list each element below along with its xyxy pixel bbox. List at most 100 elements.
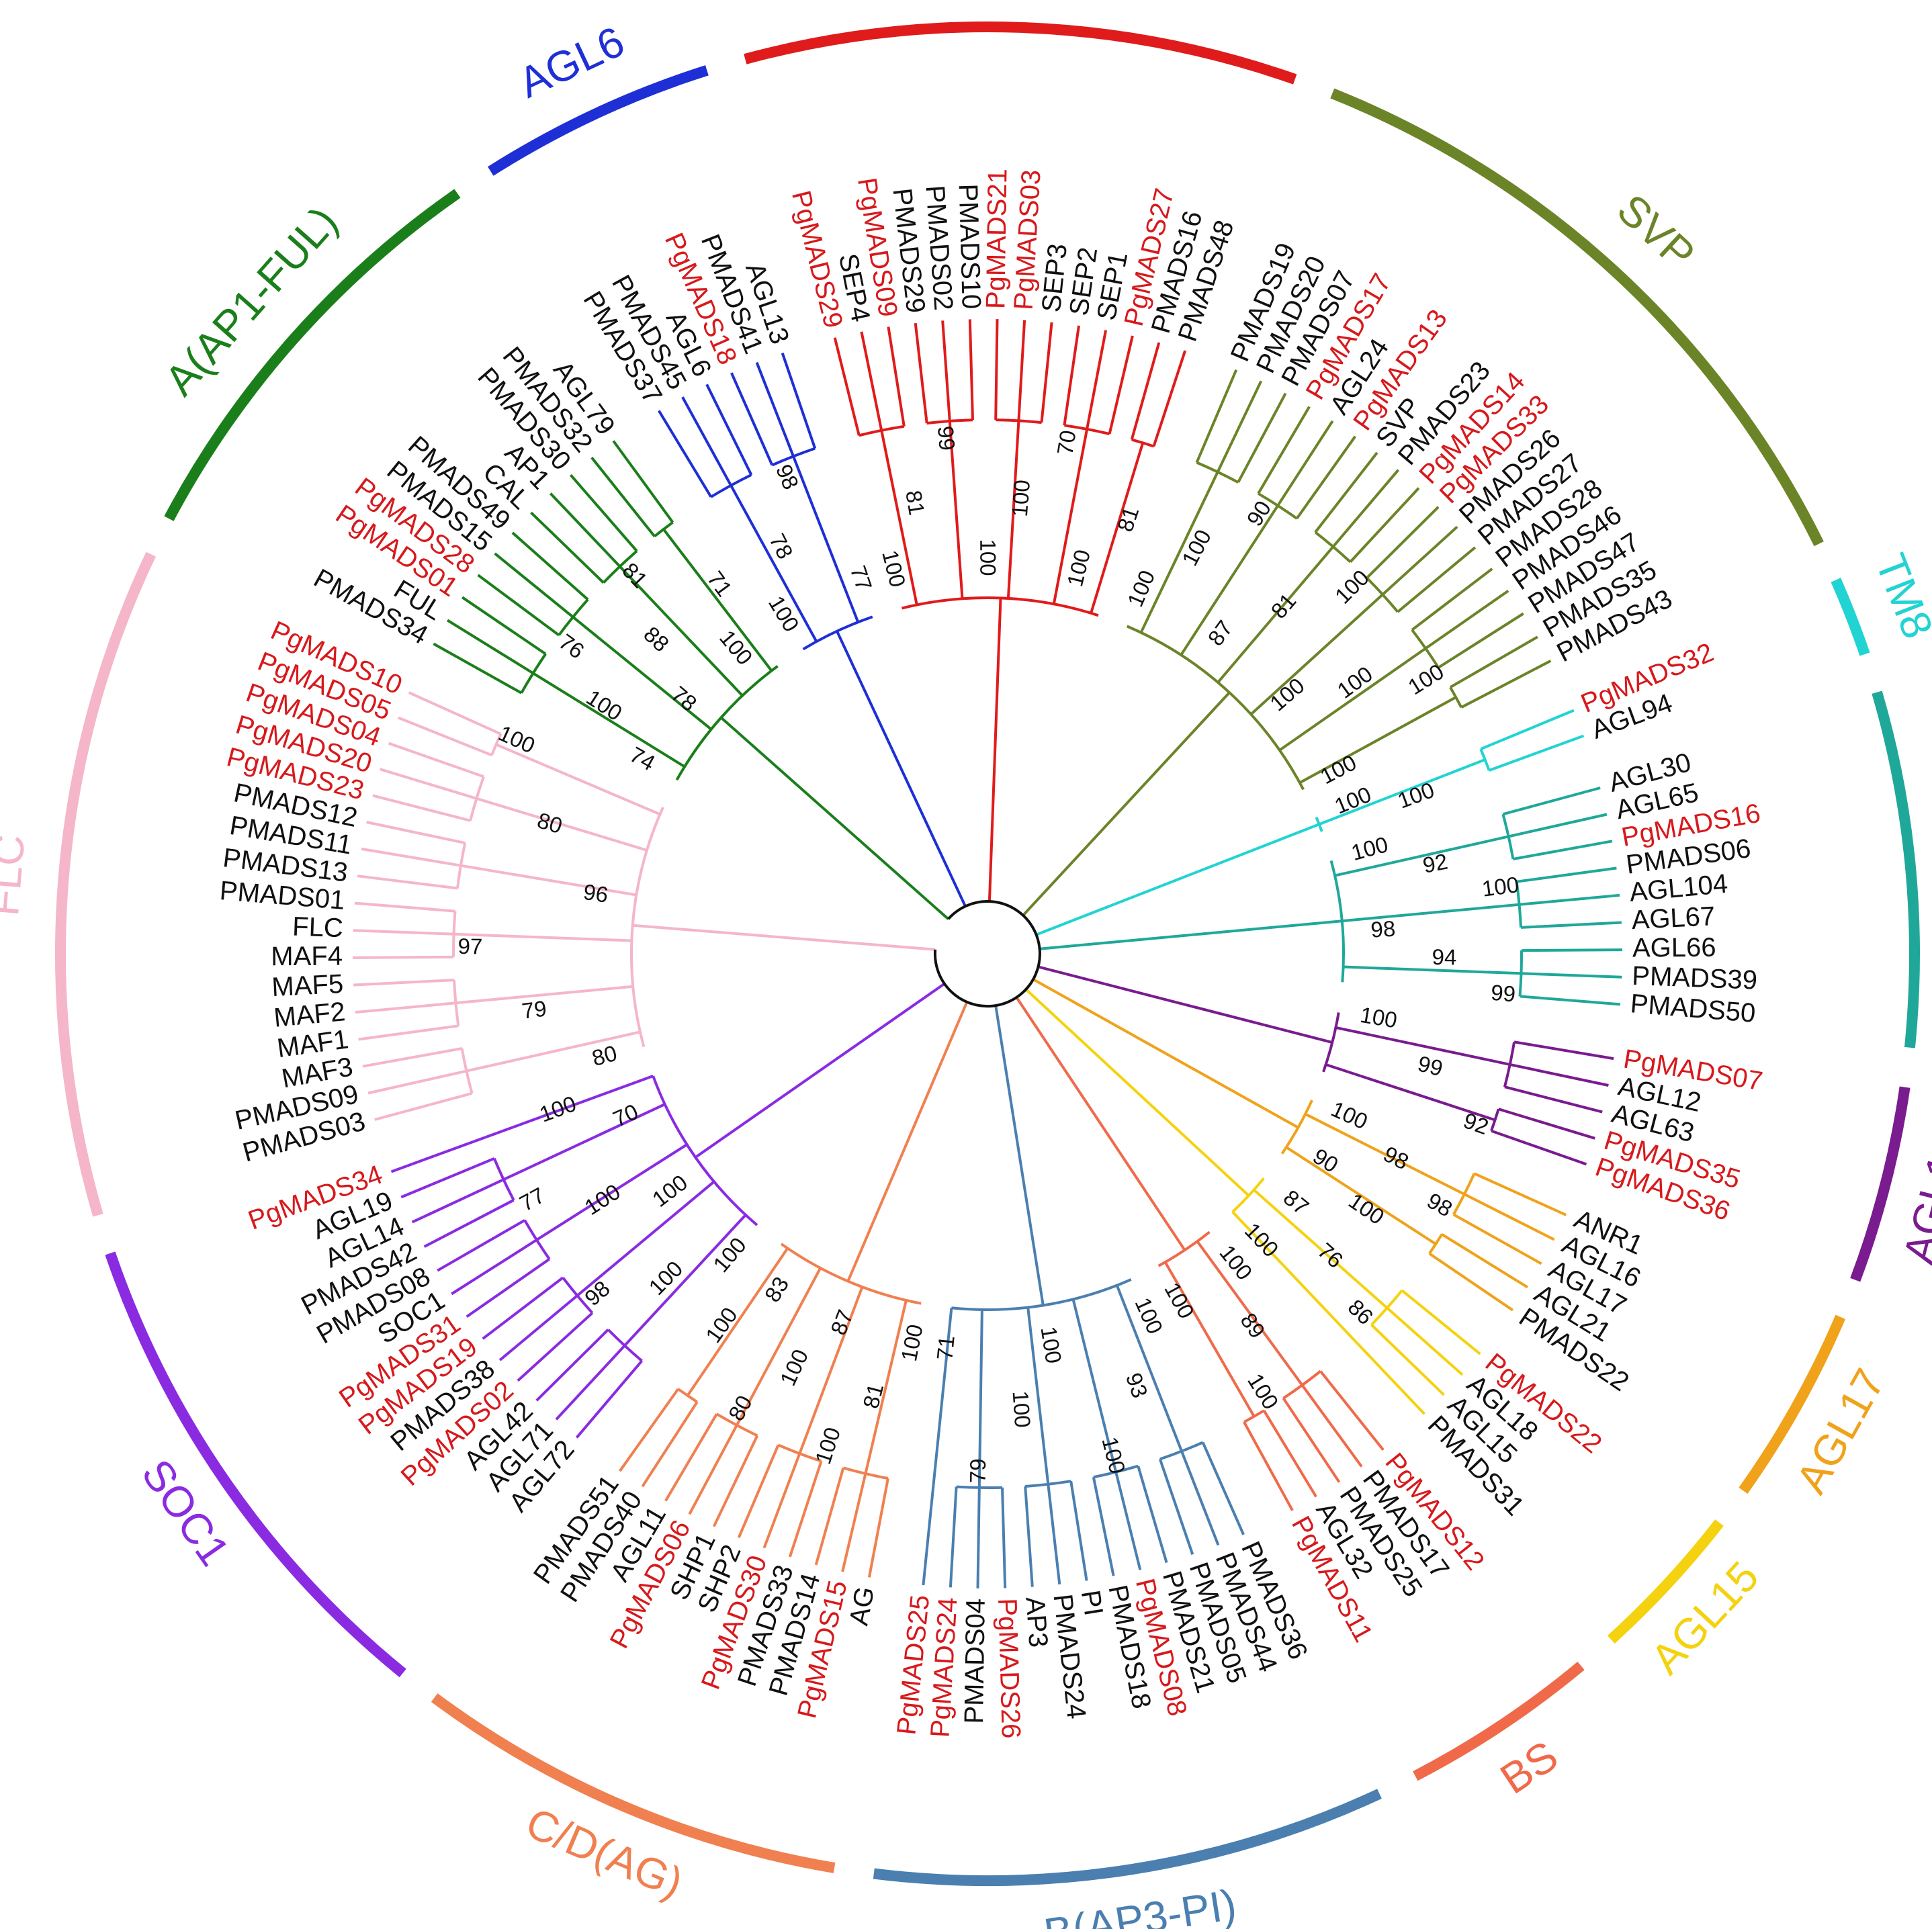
clade-label: B(AP3-PI): [1041, 1880, 1239, 1929]
clade-stem: [1015, 996, 1186, 1251]
leaf-branch: [730, 372, 774, 466]
bootstrap-value: 79: [965, 1458, 991, 1483]
bootstrap-value: 100: [1481, 872, 1520, 901]
clade-label: A(AP1-FUL): [155, 197, 347, 404]
internal-branch: [1253, 1189, 1389, 1309]
bootstrap-value: 92: [1460, 1108, 1492, 1139]
bootstrap-value: 77: [846, 562, 877, 594]
leaf-branch: [1282, 1397, 1341, 1483]
clade-label: SVP: [1608, 185, 1704, 279]
leaf-label: AP3: [1020, 1596, 1053, 1649]
leaf-branch: [1473, 1172, 1567, 1216]
bootstrap-value: 100: [1215, 1241, 1257, 1285]
internal-branch: [1335, 1026, 1511, 1066]
leaf-branch: [1521, 972, 1622, 979]
leaf-branch: [705, 384, 753, 476]
leaf-branch: [1366, 506, 1440, 579]
bootstrap-value: 77: [515, 1182, 549, 1216]
leaf-branch: [664, 1413, 718, 1502]
leaf-branch: [1257, 406, 1311, 494]
clade-label: AGL15: [1641, 1552, 1767, 1683]
bootstrap-value: 83: [760, 1272, 794, 1306]
leaf-branch: [569, 474, 638, 552]
clade-ring-segment: [873, 1789, 1382, 1886]
bootstrap-value: 100: [1395, 777, 1438, 813]
internal-branch: [1299, 696, 1457, 784]
leaf-branch: [1237, 392, 1287, 484]
leaf-label: MAF2: [273, 997, 347, 1033]
leaf-branch: [380, 768, 477, 800]
internal-branch: [532, 672, 686, 768]
bootstrap-value: 98: [771, 461, 803, 493]
clade-stem: [1033, 978, 1299, 1129]
leaf-branch: [498, 1294, 578, 1361]
leaf-branch: [641, 1401, 699, 1488]
leaf-branch: [1498, 1108, 1595, 1140]
leaf-branch: [374, 1091, 473, 1121]
internal-branch: [619, 566, 744, 697]
leaf-label: PI: [1075, 1588, 1108, 1617]
internal-branch: [1196, 1241, 1304, 1386]
internal-branch: [1163, 1261, 1256, 1417]
internal-branch: [1231, 1211, 1356, 1342]
bootstrap-value: 100: [1358, 1002, 1399, 1033]
clade-label: TM8: [1866, 547, 1932, 645]
leaf-branch: [388, 742, 484, 778]
leaf-branch: [1520, 921, 1622, 929]
internal-branch: [948, 420, 964, 599]
leaf-branch: [1319, 1370, 1385, 1451]
leaf-branch: [1460, 660, 1552, 709]
bootstrap-value: 89: [1235, 1308, 1270, 1343]
leaf-branch: [1520, 995, 1621, 1006]
bootstrap-value: 80: [589, 1040, 619, 1071]
bootstrap-value: 71: [703, 566, 738, 600]
bootstrap-value: 97: [457, 934, 482, 958]
leaf-branch: [1504, 1085, 1603, 1114]
internal-branch: [1139, 471, 1219, 633]
leaf-branch: [1201, 1441, 1245, 1535]
leaf-branch: [353, 979, 455, 987]
leaf-branch: [1381, 525, 1458, 596]
leaf-branch: [549, 492, 621, 568]
leaf-branch: [482, 1276, 564, 1340]
bootstrap-value: 100: [975, 539, 1000, 576]
root-arc: [933, 900, 1041, 1008]
leaf-branch: [362, 1047, 462, 1068]
leaf-branch: [446, 619, 534, 675]
leaf-branch: [814, 1467, 845, 1566]
leaf-branch: [590, 456, 656, 537]
internal-branch: [455, 985, 633, 1005]
leaf-branch: [1452, 1213, 1542, 1265]
leaf-branch: [494, 552, 574, 619]
internal-branch: [1278, 647, 1427, 752]
internal-branch: [1052, 429, 1089, 604]
leaf-branch: [737, 1444, 780, 1539]
leaf-branch: [1243, 1421, 1294, 1511]
bootstrap-value: 81: [858, 1381, 888, 1411]
leaf-branch: [833, 337, 861, 436]
leaf-branch: [461, 596, 547, 656]
bootstrap-value: 100: [1348, 832, 1391, 865]
leaf-branch: [968, 319, 974, 420]
bootstrap-value: 99: [1490, 980, 1517, 1007]
clade-stem: [1035, 823, 1320, 936]
internal-branch: [485, 1075, 654, 1138]
clade-stem: [836, 630, 967, 907]
internal-branch: [1180, 504, 1279, 656]
tree-branches: [352, 319, 1623, 1588]
leaf-label: PMADS04: [959, 1599, 991, 1724]
leaf-branch: [353, 929, 454, 936]
leaf-branch: [658, 410, 713, 498]
bootstrap-value: 100: [1344, 1188, 1389, 1230]
leaf-branch: [618, 1388, 680, 1472]
leaf-label: PgMADS26: [992, 1598, 1026, 1739]
leaf-branch: [575, 1359, 644, 1439]
leaf-branch: [1441, 1232, 1529, 1289]
leaf-branch: [841, 1473, 867, 1572]
bootstrap-value: 96: [582, 879, 610, 907]
bootstrap-value: 99: [1415, 1050, 1446, 1081]
leaf-branch: [1114, 1472, 1142, 1570]
leaf-branch: [681, 396, 732, 486]
clade-ring-segment: [1739, 1314, 1846, 1494]
